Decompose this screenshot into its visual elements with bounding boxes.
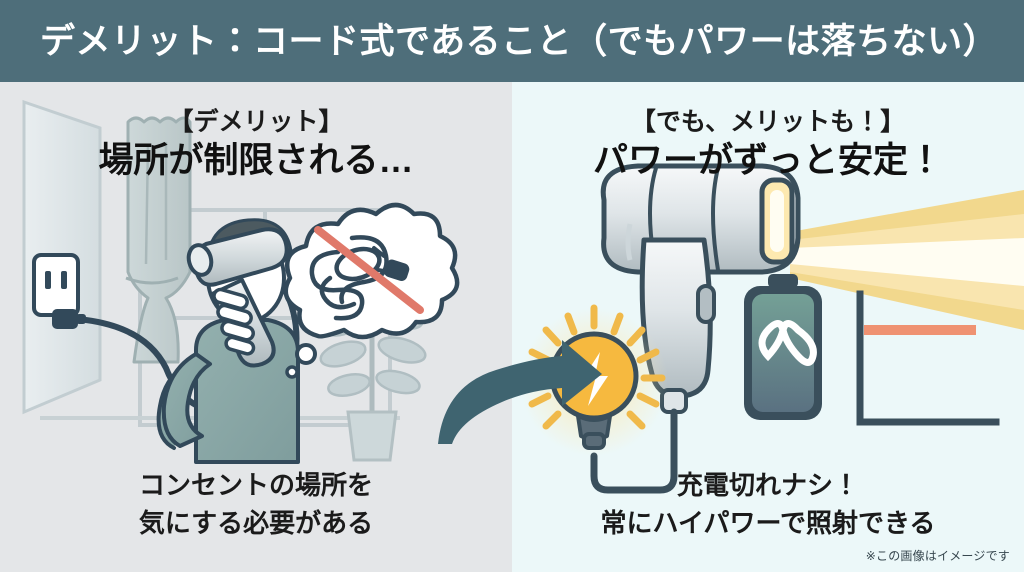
- potted-plant: [319, 274, 427, 462]
- chart-axes: [856, 290, 1000, 426]
- battery-infinity-icon: [744, 274, 822, 420]
- left-heading-block: 【デメリット】 場所が制限される…: [0, 108, 512, 182]
- tangle-plug-icon: [372, 246, 410, 281]
- thought-bubble: [283, 202, 460, 379]
- panel-merit: 【でも、メリットも！】 パワーがずっと安定！ 充電切れナシ！ 常にハイパワーで照…: [512, 82, 1024, 572]
- handheld-device: [600, 163, 801, 414]
- panel-demerit: 【デメリット】 場所が制限される… コンセントの場所を 気にする必要がある: [0, 82, 512, 572]
- left-heading: 場所が制限される…: [98, 140, 414, 180]
- image-disclaimer: ※この画像はイメージです: [865, 549, 1010, 563]
- left-kicker: 【デメリット】: [168, 108, 344, 136]
- wall-panel: [22, 99, 102, 415]
- prohibition-stroke-icon: [314, 226, 424, 314]
- infinity-symbol-icon: [758, 320, 817, 366]
- bolt-icon: [582, 352, 608, 406]
- right-caption-line-2: 常にハイパワーで照射できる: [600, 507, 936, 538]
- tangled-cord-icon: [309, 235, 389, 321]
- left-caption-block: コンセントの場所を 気にする必要がある: [0, 467, 512, 542]
- right-caption-line-1: 充電切れナシ！: [676, 470, 859, 500]
- right-caption-block: 充電切れナシ！ 常にハイパワーで照射できる: [512, 467, 1024, 542]
- right-kicker: 【でも、メリットも！】: [630, 108, 906, 136]
- title-bar: デメリット：コード式であること（でもパワーは落ちない）: [0, 0, 1024, 82]
- right-heading: パワーがずっと安定！: [592, 140, 943, 180]
- curtain: [125, 116, 192, 364]
- left-caption-line-2: 気にする必要がある: [138, 507, 374, 538]
- light-beam-icon: [790, 190, 1024, 330]
- page-title: デメリット：コード式であること（でもパワーは落ちない）: [40, 21, 999, 61]
- window-frame: [138, 208, 392, 427]
- light-bulb-icon: [520, 304, 668, 456]
- power-cord: [83, 285, 300, 418]
- left-caption-line-1: コンセントの場所を: [138, 470, 373, 500]
- bulb-rays-icon: [522, 304, 666, 430]
- power-level-chart: [856, 290, 1000, 426]
- handheld-device: [186, 227, 289, 368]
- power-plug: [52, 309, 86, 329]
- person-figure: [156, 218, 300, 464]
- right-heading-block: 【でも、メリットも！】 パワーがずっと安定！: [512, 108, 1024, 182]
- wall-outlet: [32, 253, 80, 317]
